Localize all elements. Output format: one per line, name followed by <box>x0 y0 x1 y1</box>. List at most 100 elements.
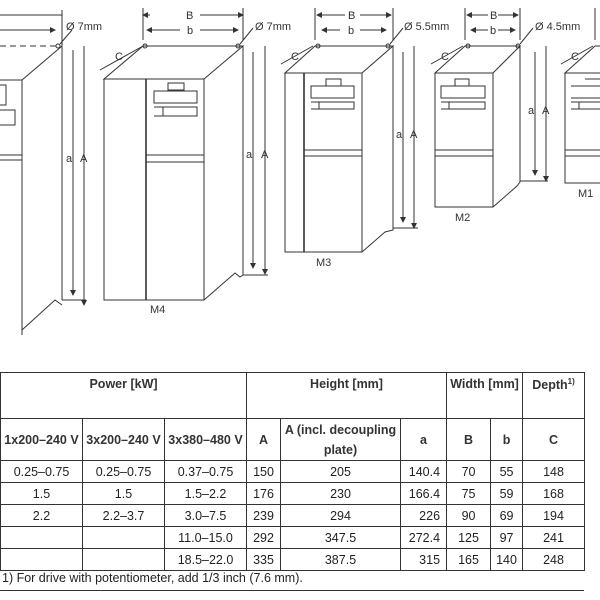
table-cell: 150 <box>246 460 281 483</box>
depth-header: Depth1) <box>522 372 586 419</box>
table-cell: 1.5–2.2 <box>164 482 247 505</box>
table-cell: 165 <box>446 548 492 571</box>
table-cell: 0.25–0.75 <box>0 460 83 483</box>
table-cell: 166.4 <box>399 482 448 505</box>
table-cell: 97 <box>490 526 524 549</box>
col-header: 1x200–240 V <box>0 418 83 461</box>
table-cell: 2.2 <box>0 504 83 527</box>
table-cell: 125 <box>446 526 492 549</box>
dim-C-label: C <box>571 51 579 63</box>
depth-header-label: Depth <box>532 378 568 393</box>
dim-B-label: B <box>348 10 355 22</box>
table-cell: 140.4 <box>399 460 448 483</box>
table-cell: 0.25–0.75 <box>82 460 165 483</box>
dim-A-label: A <box>410 129 418 141</box>
dim-C-label: C <box>291 51 299 63</box>
power-header: Power [kW] <box>0 372 247 419</box>
enclosure-m5-drawing: a A Ø 7mm <box>0 10 102 335</box>
dim-b-label: b <box>348 25 354 37</box>
table-cell: 70 <box>446 460 492 483</box>
hole-diameter-label: Ø 4.5mm <box>535 21 580 33</box>
enclosure-m1-drawing: C M1 <box>560 8 600 200</box>
frame-label-m4: M4 <box>150 304 165 316</box>
table-cell: 18.5–22.0 <box>164 548 247 571</box>
frame-label-m2: M2 <box>455 212 470 224</box>
col-header: A <box>246 418 281 461</box>
dim-a-label: a <box>396 129 403 141</box>
col-header: a <box>399 418 448 461</box>
table-cell: 194 <box>522 504 586 527</box>
table-sub-header-row: 1x200–240 V 3x200–240 V 3x380–480 V A A … <box>0 418 586 461</box>
hole-diameter-label: Ø 7mm <box>66 21 102 33</box>
dim-C-label: C <box>441 51 449 63</box>
table-cell: 315 <box>399 548 448 571</box>
table-cell <box>0 526 83 549</box>
dim-A-label: A <box>261 149 269 161</box>
dim-A-label: A <box>542 105 550 117</box>
table-cell: 387.5 <box>280 548 401 571</box>
table-cell: 241 <box>522 526 586 549</box>
depth-footnote-marker: 1) <box>567 377 575 386</box>
dim-B-label: B <box>490 10 497 22</box>
table-cell: 90 <box>446 504 492 527</box>
table-cell: 11.0–15.0 <box>164 526 247 549</box>
dim-A-label: A <box>80 153 88 165</box>
table-cell: 272.4 <box>399 526 448 549</box>
hole-diameter-label: Ø 7mm <box>255 21 291 33</box>
table-cell: 248 <box>522 548 586 571</box>
hole-diameter-label: Ø 5.5mm <box>404 21 449 33</box>
enclosure-m2-drawing: B b Ø 4.5mm C a A M2 <box>430 8 580 224</box>
col-header: A (incl. decoupling plate) <box>280 418 401 461</box>
dim-a-label: a <box>246 149 253 161</box>
table-cell: 292 <box>246 526 281 549</box>
dim-b-label: b <box>490 25 496 37</box>
table-cell: 148 <box>522 460 586 483</box>
table-cell: 168 <box>522 482 586 505</box>
table-footnote: 1) For drive with potentiometer, add 1/3… <box>2 571 303 585</box>
table-group-header-row: Power [kW] Height [mm] Width [mm] Depth1… <box>0 372 586 419</box>
table-cell: 69 <box>490 504 524 527</box>
dim-B-label: B <box>186 10 193 22</box>
dim-C-label: C <box>115 51 123 63</box>
table-cell: 1.5 <box>82 482 165 505</box>
height-header: Height [mm] <box>245 372 448 419</box>
frame-label-m3: M3 <box>316 257 331 269</box>
dim-a-label: a <box>66 153 73 165</box>
table-cell: 347.5 <box>280 526 401 549</box>
table-cell: 1.5 <box>0 482 83 505</box>
table-cell: 59 <box>490 482 524 505</box>
col-header: C <box>522 418 586 461</box>
table-cell: 140 <box>490 548 524 571</box>
dimensions-table: Power [kW] Height [mm] Width [mm] Depth1… <box>0 372 586 571</box>
col-header: 3x380–480 V <box>164 418 247 461</box>
table-cell <box>82 526 165 549</box>
col-header: B <box>446 418 492 461</box>
table-cell: 0.37–0.75 <box>164 460 247 483</box>
table-cell: 75 <box>446 482 492 505</box>
table-cell: 239 <box>246 504 281 527</box>
dim-a-label: a <box>528 105 535 117</box>
table-cell: 55 <box>490 460 524 483</box>
table-cell: 294 <box>280 504 401 527</box>
table-cell: 3.0–7.5 <box>164 504 247 527</box>
table-cell: 335 <box>246 548 281 571</box>
table-cell: 205 <box>280 460 401 483</box>
table-cell: 2.2–3.7 <box>82 504 165 527</box>
width-header: Width [mm] <box>446 372 524 419</box>
col-header: b <box>490 418 524 461</box>
table-footnote-row: 1) For drive with potentiometer, add 1/3… <box>0 567 584 591</box>
table-cell: 176 <box>246 482 281 505</box>
dimension-drawings: a A Ø 7mm B b Ø 7mm C a A M4 B b Ø 5.5 <box>0 8 600 335</box>
enclosure-m3-drawing: B b Ø 5.5mm C a A M3 <box>280 8 449 269</box>
table-cell: 226 <box>399 504 448 527</box>
dim-b-label: b <box>187 25 193 37</box>
frame-label-m1: M1 <box>578 188 593 200</box>
enclosure-m4-drawing: B b Ø 7mm C a A M4 <box>99 8 291 316</box>
table-cell: 230 <box>280 482 401 505</box>
col-header: 3x200–240 V <box>82 418 165 461</box>
